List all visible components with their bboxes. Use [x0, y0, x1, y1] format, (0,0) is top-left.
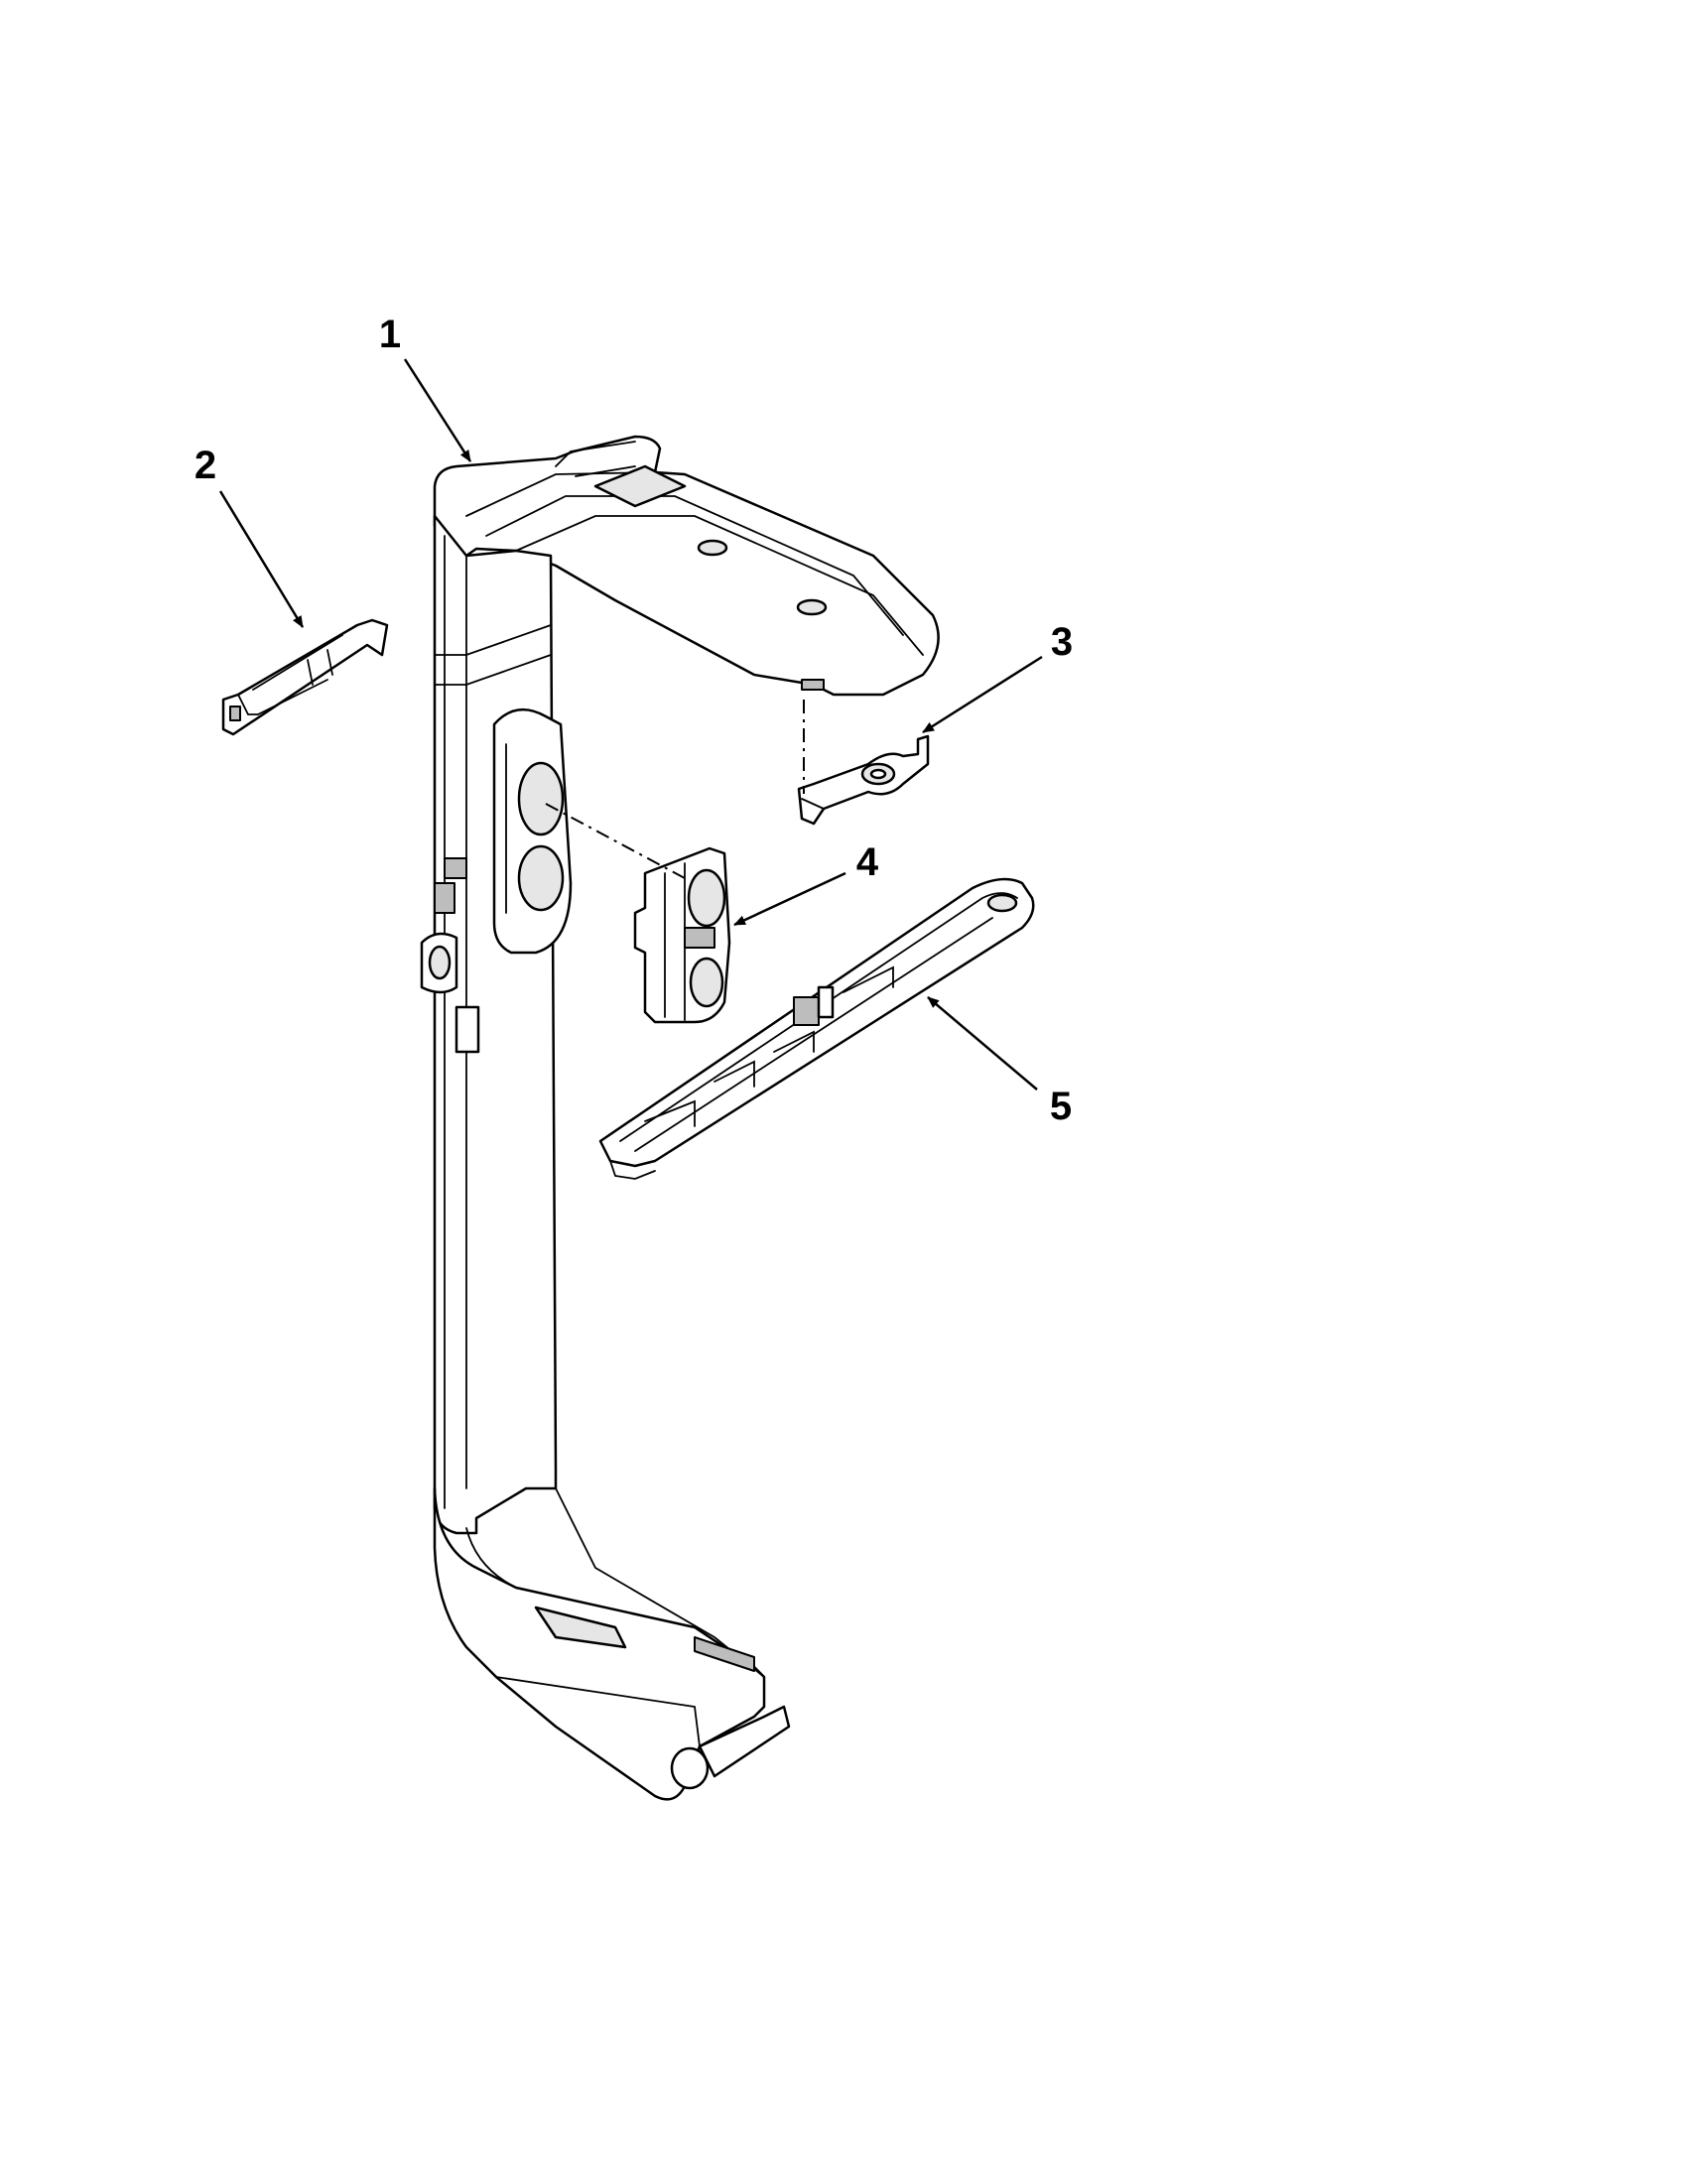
callout-label-5: 5: [1050, 1085, 1072, 1128]
assembly-line-4: [545, 803, 686, 879]
leader-line-1: [403, 358, 472, 462]
callout-label-1: 1: [379, 313, 401, 356]
callout-label-2: 2: [195, 444, 216, 487]
callout-label-3: 3: [1051, 620, 1073, 664]
part-3-bracket: [797, 734, 930, 826]
part-5-spray-arm: [598, 877, 1035, 1180]
leader-line-4: [733, 871, 846, 927]
leader-line-5: [927, 996, 1038, 1091]
leader-line-3: [922, 655, 1043, 734]
callout-label-4: 4: [856, 840, 879, 884]
part-2-clip: [221, 618, 389, 736]
leader-line-2: [218, 490, 305, 628]
part-1-conduit: [420, 435, 940, 1801]
part-4-connector: [633, 846, 731, 1024]
